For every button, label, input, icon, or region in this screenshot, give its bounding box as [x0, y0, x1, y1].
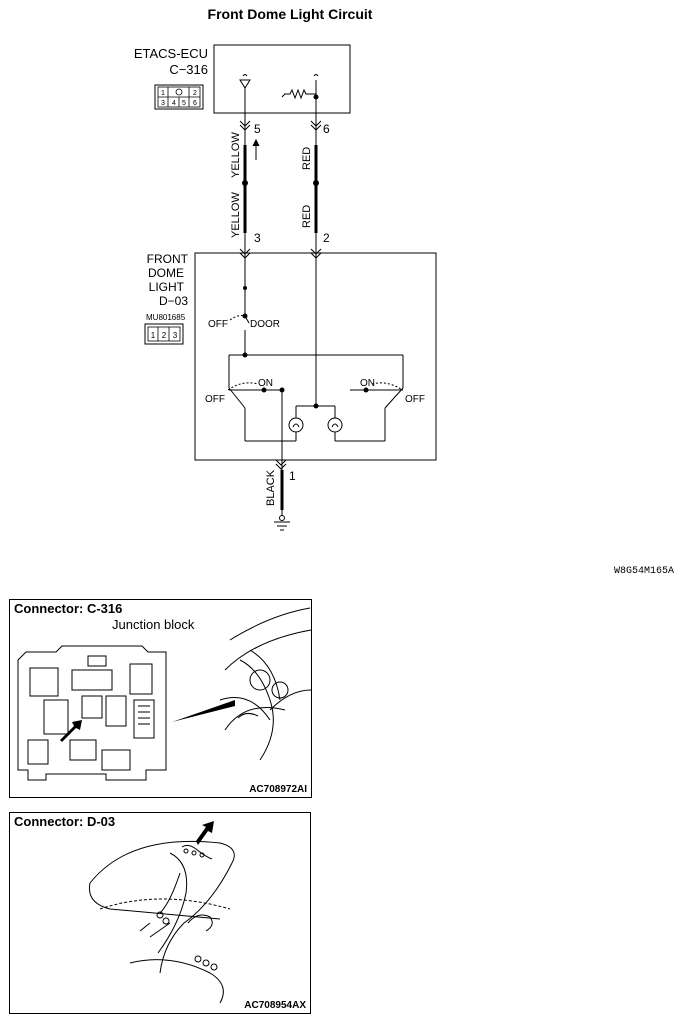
- ground-icon: [274, 515, 290, 531]
- yellow-label-lower: YELLOW: [230, 192, 242, 238]
- right-lamp-switch: [334, 382, 404, 442]
- connector-d03-panel: Connector: D-03 AC708954AX: [9, 812, 311, 1014]
- svg-text:2: 2: [193, 90, 197, 97]
- svg-text:1: 1: [161, 90, 165, 97]
- front-dome-light-box: [194, 252, 437, 461]
- diagram-title: Front Dome Light Circuit: [207, 6, 373, 22]
- pin-1: 1: [289, 469, 296, 483]
- c316-connector-icon: 1 2 3 4 5 6: [154, 84, 204, 110]
- svg-text:6: 6: [193, 100, 197, 107]
- dome-label-2: DOME: [148, 266, 184, 280]
- d03-panel-title: Connector: D-03: [14, 814, 116, 829]
- roof-illustration: [88, 821, 235, 1004]
- ecu-pullup-resistor: [281, 74, 319, 100]
- svg-text:2: 2: [162, 331, 167, 340]
- yellow-splice: [242, 180, 248, 186]
- d03-connector-icon: [144, 323, 184, 345]
- c316-panel-title: Connector: C-316: [14, 601, 123, 616]
- junction-block-illustration: [17, 607, 311, 781]
- right-on-label: ON: [360, 378, 375, 389]
- connector-marks: [239, 120, 322, 470]
- red-label-upper: RED: [301, 147, 313, 170]
- door-switch-door-label: DOOR: [250, 319, 280, 330]
- black-label: BLACK: [265, 469, 277, 506]
- ecu-input-symbol: [239, 74, 251, 100]
- d03-panel-code: AC708954AX: [244, 1000, 306, 1011]
- yellow-label-upper: YELLOW: [230, 132, 242, 178]
- lamp-feed: [295, 403, 336, 418]
- left-lamp: [288, 417, 304, 433]
- dome-part-number: MU801685: [146, 313, 186, 322]
- switch-bus: [228, 352, 404, 388]
- svg-text:3: 3: [173, 331, 178, 340]
- svg-text:1: 1: [151, 331, 156, 340]
- door-switch: [229, 286, 250, 355]
- etacs-ecu-label: ETACS-ECU: [134, 46, 208, 61]
- left-on-label: ON: [258, 378, 273, 389]
- left-lamp-switch: [227, 382, 297, 460]
- circuit-diagram: ETACS-ECU C−316 1 2 3 4 5 6: [134, 44, 437, 531]
- left-off-label: OFF: [205, 394, 225, 405]
- c316-panel-code: AC708972AI: [249, 784, 307, 795]
- right-off-label: OFF: [405, 394, 425, 405]
- red-label-lower: RED: [301, 205, 313, 228]
- dome-label-3: LIGHT: [149, 280, 185, 294]
- c316-panel-subtitle: Junction block: [112, 617, 195, 632]
- etacs-ecu-box: [213, 44, 351, 114]
- pin-5: 5: [254, 122, 261, 136]
- svg-text:4: 4: [172, 100, 176, 107]
- svg-text:3: 3: [161, 100, 165, 107]
- pin-2: 2: [323, 231, 330, 245]
- pin-6: 6: [323, 122, 330, 136]
- dome-connector-label: D−03: [159, 294, 188, 308]
- etacs-connector-label: C−316: [169, 62, 208, 77]
- svg-text:5: 5: [182, 100, 186, 107]
- door-switch-off-label: OFF: [208, 319, 228, 330]
- pin-3: 3: [254, 231, 261, 245]
- current-arrow: [252, 138, 260, 160]
- figure-reference: W8G54M165A: [613, 566, 674, 577]
- red-splice: [313, 180, 319, 186]
- connector-c316-panel: Connector: C-316 Junction block AC708972…: [9, 599, 312, 798]
- dome-label-1: FRONT: [147, 252, 189, 266]
- right-lamp: [327, 417, 343, 433]
